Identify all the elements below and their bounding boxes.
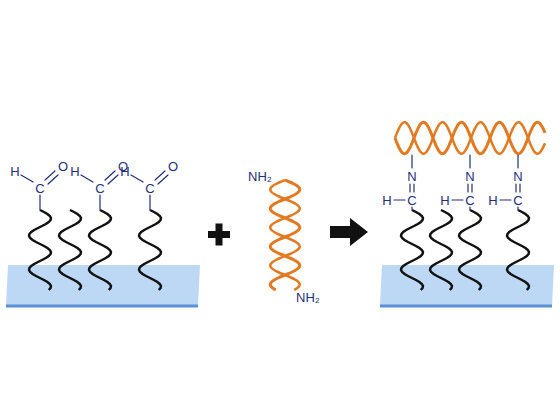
atom-label: H [440,194,449,207]
atom-label: C [35,182,44,195]
reaction-arrow [350,218,368,246]
bond [411,207,412,210]
dna-strand [395,122,545,153]
bond [517,155,518,168]
amine-label: NH₂ [296,291,320,304]
amine-label: NH₂ [248,170,272,183]
double-bond [515,184,516,192]
atom-label: H [488,194,497,207]
dna-strand [270,180,299,290]
bond [39,195,40,210]
reaction-arrow [330,226,352,238]
atom-label: H [70,165,79,178]
substrate-edge [380,305,552,308]
linker-chain [401,210,423,290]
double-bond [519,184,520,192]
linker-chain [29,210,51,290]
double-bond [108,175,118,184]
bond [149,195,150,210]
linker-chain [507,210,529,290]
atom-label: H [120,165,129,178]
linker-chain [459,210,481,290]
atom-label: C [465,194,474,207]
substrate-edge [6,305,198,308]
atom-label: H [382,194,391,207]
bond [517,207,518,210]
bond [131,175,143,182]
bond [469,207,470,210]
linker-chain [89,210,111,290]
atom-label: C [95,182,104,195]
atom-label: O [58,160,68,173]
linker-chain [139,210,161,290]
bond [21,175,33,182]
bond [81,175,93,182]
double-bond [409,184,410,192]
plus-sign [216,224,223,246]
atom-label: C [407,194,416,207]
dna-strand [270,180,299,290]
atom-label: H [10,165,19,178]
bond [500,199,511,200]
double-bond [158,175,168,184]
atom-label: N [407,170,416,183]
double-bond [471,184,472,192]
bond [411,155,412,168]
bond [99,195,100,210]
dna-strand [395,122,545,153]
substrate [6,265,200,305]
atom-label: C [145,182,154,195]
linker-chain [430,210,452,290]
bond [394,199,405,200]
atom-label: N [513,170,522,183]
double-bond [413,184,414,192]
double-bond [467,184,468,192]
bond [452,199,463,200]
bond [469,155,470,168]
atom-label: O [168,160,178,173]
linker-chain [59,210,81,290]
atom-label: C [513,194,522,207]
atom-label: N [465,170,474,183]
double-bond [48,175,58,184]
